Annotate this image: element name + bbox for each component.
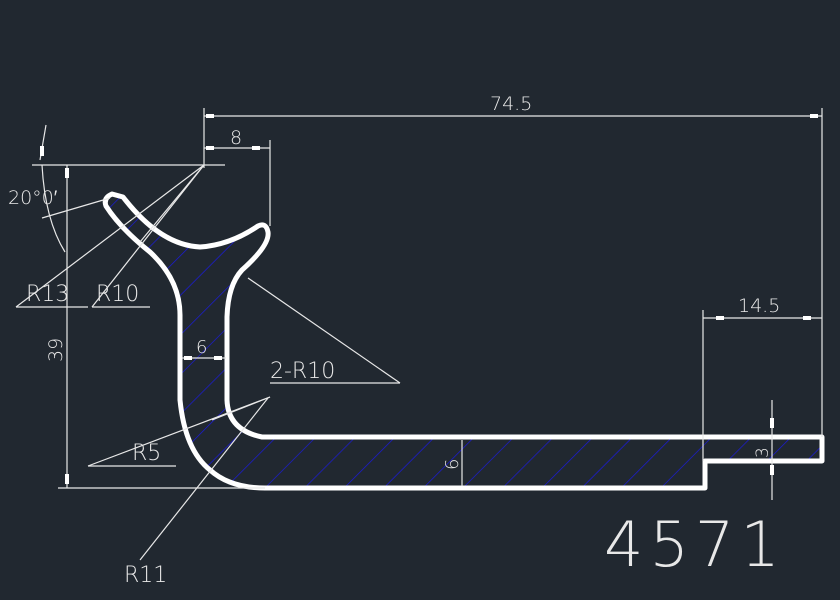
- dimension-angle: [39, 124, 111, 253]
- dim-text-step-thickness: 3: [753, 447, 773, 458]
- dimension-web-thickness: [182, 356, 226, 360]
- dim-text-step-width: 14.5: [738, 295, 780, 317]
- dimension-step-width: [702, 310, 822, 461]
- leader-r13-r10: [15, 164, 205, 308]
- dim-text-height: 39: [45, 338, 67, 362]
- dim-text-flange-thickness: 6: [442, 459, 463, 470]
- leader-r5: [87, 396, 271, 467]
- dimension-height: [32, 164, 265, 489]
- dimension-top-width: [204, 140, 271, 226]
- dimension-overall-width: [203, 108, 823, 437]
- profile-outline: [102, 191, 825, 491]
- part-number: 4571: [604, 508, 786, 581]
- label-radius-fillet: R5: [132, 441, 161, 466]
- dimension-step-thickness: [770, 400, 774, 500]
- dim-text-top-width: 8: [230, 127, 242, 149]
- label-radius-pair: 2-R10: [270, 359, 335, 384]
- label-radius-inner: R10: [96, 282, 139, 307]
- dim-text-overall-width: 74.5: [490, 93, 532, 115]
- dim-text-angle: 20°0′: [8, 187, 58, 209]
- label-radius-outer: R13: [26, 282, 69, 307]
- dim-text-web-thickness: 6: [196, 337, 207, 358]
- label-radius-bottom: R11: [124, 563, 167, 588]
- leader-2-r10: [247, 277, 401, 384]
- leader-r11: [139, 397, 269, 561]
